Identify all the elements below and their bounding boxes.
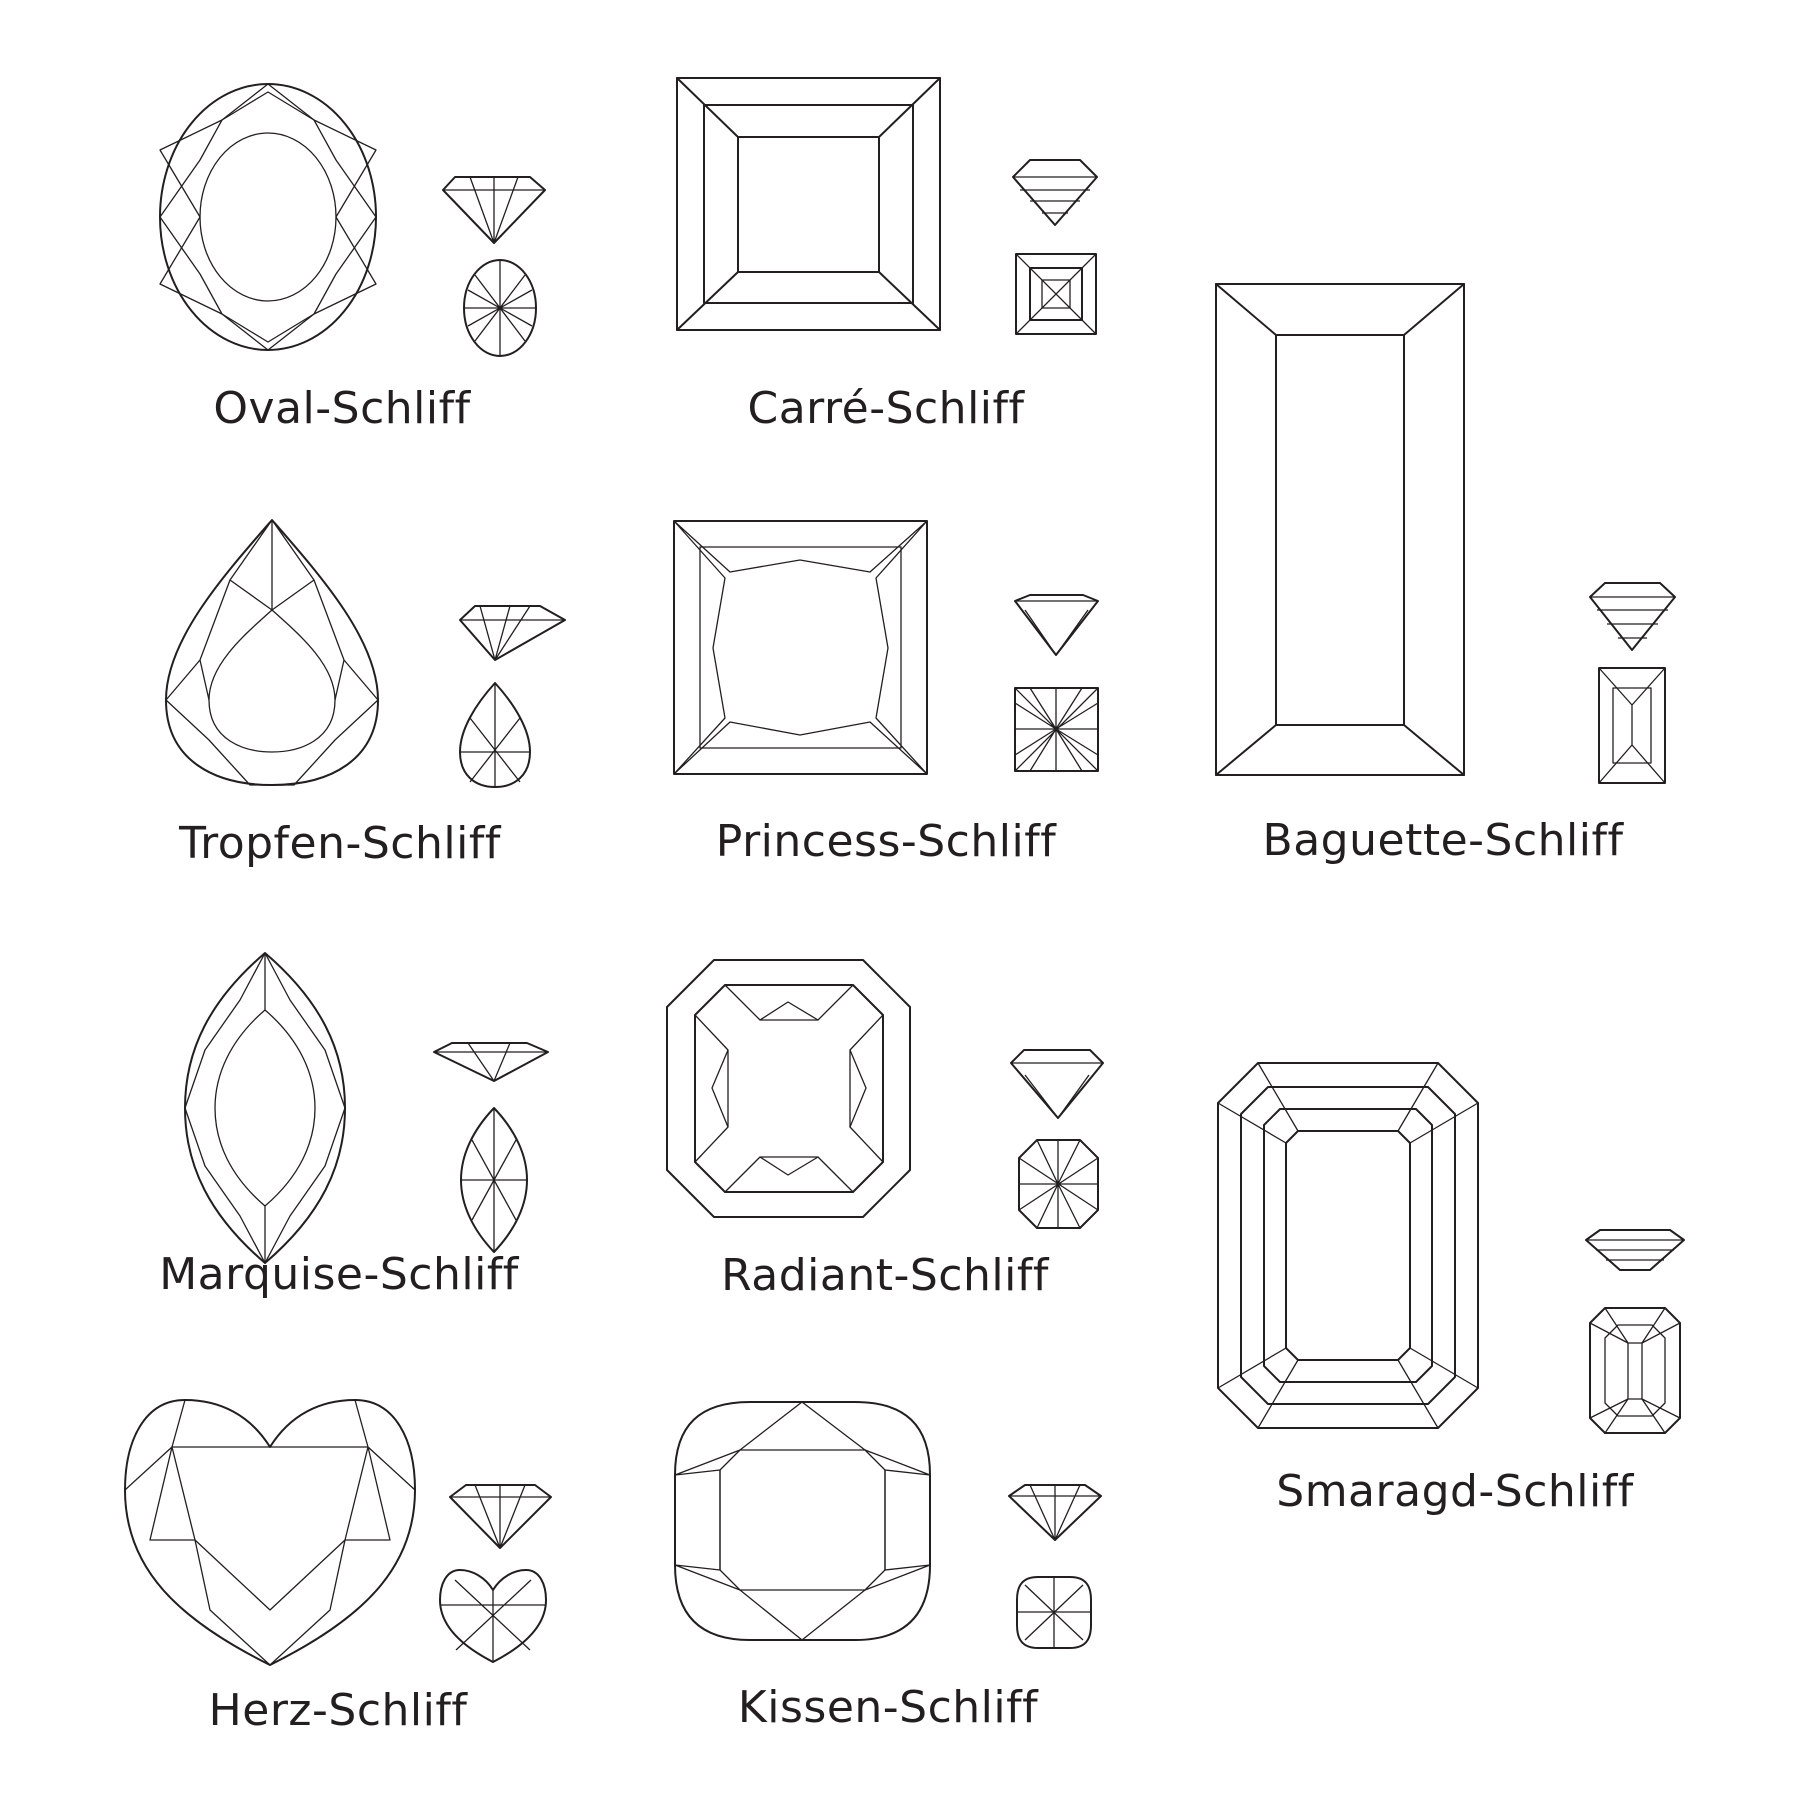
princess-cut-label: Princess-Schliff <box>715 816 1057 867</box>
tropfen-cut-label: Tropfen-Schliff <box>179 818 501 869</box>
kissen-cut-label: Kissen-Schliff <box>737 1682 1039 1733</box>
kissen-cut-side-view <box>1008 1484 1102 1541</box>
radiant-cut-bottom-view <box>1018 1139 1099 1229</box>
baguette-cut-bottom-view <box>1598 667 1666 784</box>
herz-cut-side-view <box>449 1484 552 1549</box>
princess-cut-bottom-view <box>1014 687 1099 772</box>
radiant-cut-label: Radiant-Schliff <box>721 1250 1049 1301</box>
smaragd-cut-bottom-view <box>1589 1307 1681 1434</box>
oval-cut-side-view <box>442 176 546 244</box>
carre-cut-bottom-view <box>1015 253 1097 335</box>
oval-cut-bottom-view <box>463 259 537 357</box>
carre-cut-side-view <box>1012 159 1098 226</box>
princess-cut-side-view <box>1014 594 1099 656</box>
kissen-cut-top-view <box>674 1401 931 1641</box>
smaragd-cut-label: Smaragd-Schliff <box>1276 1466 1634 1517</box>
baguette-cut-side-view <box>1589 582 1676 651</box>
herz-cut-top-view <box>124 1399 416 1666</box>
oval-cut-label: Oval-Schliff <box>213 383 471 434</box>
marquise-cut-label: Marquise-Schliff <box>159 1249 519 1300</box>
herz-cut-bottom-view <box>439 1569 547 1663</box>
baguette-cut-label: Baguette-Schliff <box>1262 815 1624 866</box>
oval-cut-top-view <box>159 83 377 351</box>
tropfen-cut-bottom-view <box>459 682 531 788</box>
marquise-cut-bottom-view <box>460 1107 528 1253</box>
carre-cut-top-view <box>676 77 941 331</box>
radiant-cut-top-view <box>666 959 911 1218</box>
smaragd-cut-side-view <box>1585 1229 1685 1271</box>
smaragd-cut-top-view <box>1217 1062 1479 1429</box>
tropfen-cut-side-view <box>459 605 566 661</box>
herz-cut-label: Herz-Schliff <box>208 1685 468 1736</box>
baguette-cut-top-view <box>1215 283 1465 776</box>
tropfen-cut-top-view <box>165 519 379 786</box>
kissen-cut-bottom-view <box>1016 1576 1092 1649</box>
princess-cut-top-view <box>673 520 928 775</box>
radiant-cut-side-view <box>1010 1049 1104 1119</box>
carre-cut-label: Carré-Schliff <box>747 383 1025 434</box>
marquise-cut-side-view <box>433 1042 549 1082</box>
marquise-cut-top-view <box>184 952 346 1264</box>
